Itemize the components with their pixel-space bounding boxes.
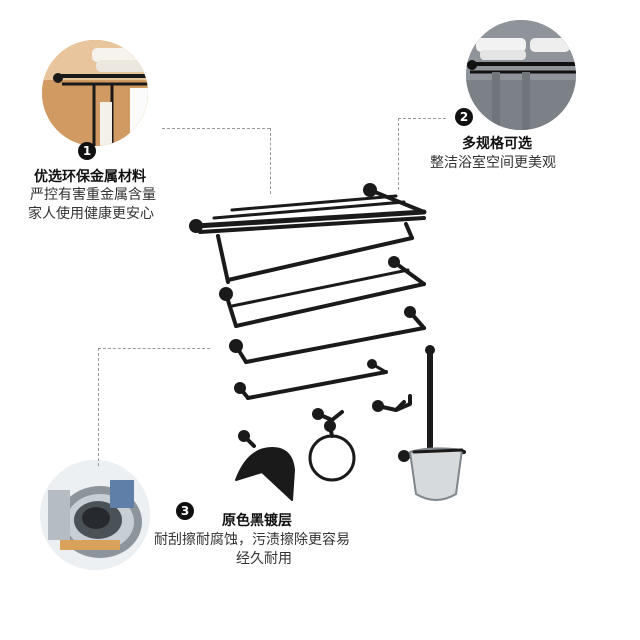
feature-1-line-1: 严控有害重金属含量 xyxy=(30,187,156,203)
connector-line-3-horizontal xyxy=(98,348,210,349)
connector-line-1-horizontal xyxy=(162,128,270,129)
connector-line-2-vertical xyxy=(398,118,399,190)
double-robe-hook xyxy=(372,394,412,412)
towel-ring xyxy=(308,420,356,482)
feature-2-badge: 2 xyxy=(455,108,473,126)
feature-3-line-2: 经久耐用 xyxy=(236,551,292,567)
feature-2-line-1: 整洁浴室空间更美观 xyxy=(430,155,556,171)
short-towel-bar xyxy=(234,359,388,400)
toilet-brush-holder xyxy=(398,345,466,501)
feature-1-badge: 1 xyxy=(78,142,96,160)
feature-1-title: 优选环保金属材料 xyxy=(34,169,146,185)
toilet-paper-holder xyxy=(235,430,295,501)
photo-towel-shelf-closeup xyxy=(42,40,148,146)
feature-3-badge: 3 xyxy=(176,502,194,520)
feature-3-line-1: 耐刮擦耐腐蚀，污渍擦除更容易 xyxy=(154,532,350,548)
feature-3-title: 原色黑镀层 xyxy=(222,513,292,529)
photo-coating-detail xyxy=(40,460,150,570)
towel-shelf-rack xyxy=(189,183,427,284)
feature-2-title: 多规格可选 xyxy=(462,136,532,152)
feature-1-line-2: 家人使用健康更安心 xyxy=(28,206,154,222)
single-towel-bar xyxy=(229,306,426,364)
single-robe-hook xyxy=(312,408,344,422)
connector-line-3-vertical xyxy=(98,348,99,466)
double-towel-bar xyxy=(219,256,426,328)
connector-line-1-vertical xyxy=(270,128,271,194)
connector-line-2-horizontal xyxy=(398,118,446,119)
